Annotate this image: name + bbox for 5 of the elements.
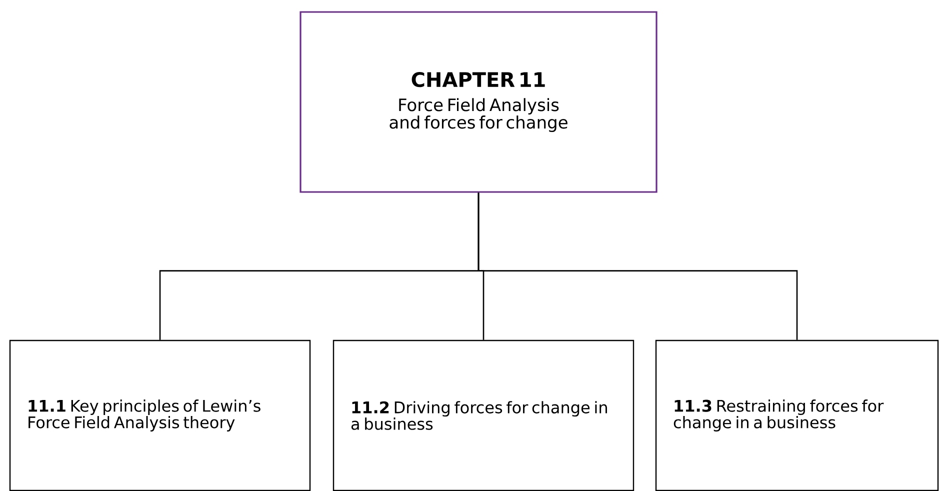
connector-line [478, 192, 798, 340]
section-box: 11.3 Restraining forces for change in a business [655, 340, 939, 491]
chapter-box: CHAPTER 11 Force Field Analysis and forces for change [300, 11, 658, 193]
section-box: 11.1 Key principles of Lewin’s Force Field Analysis theory [9, 340, 311, 491]
section-box: 11.2 Driving forces for change in a business [332, 340, 634, 491]
